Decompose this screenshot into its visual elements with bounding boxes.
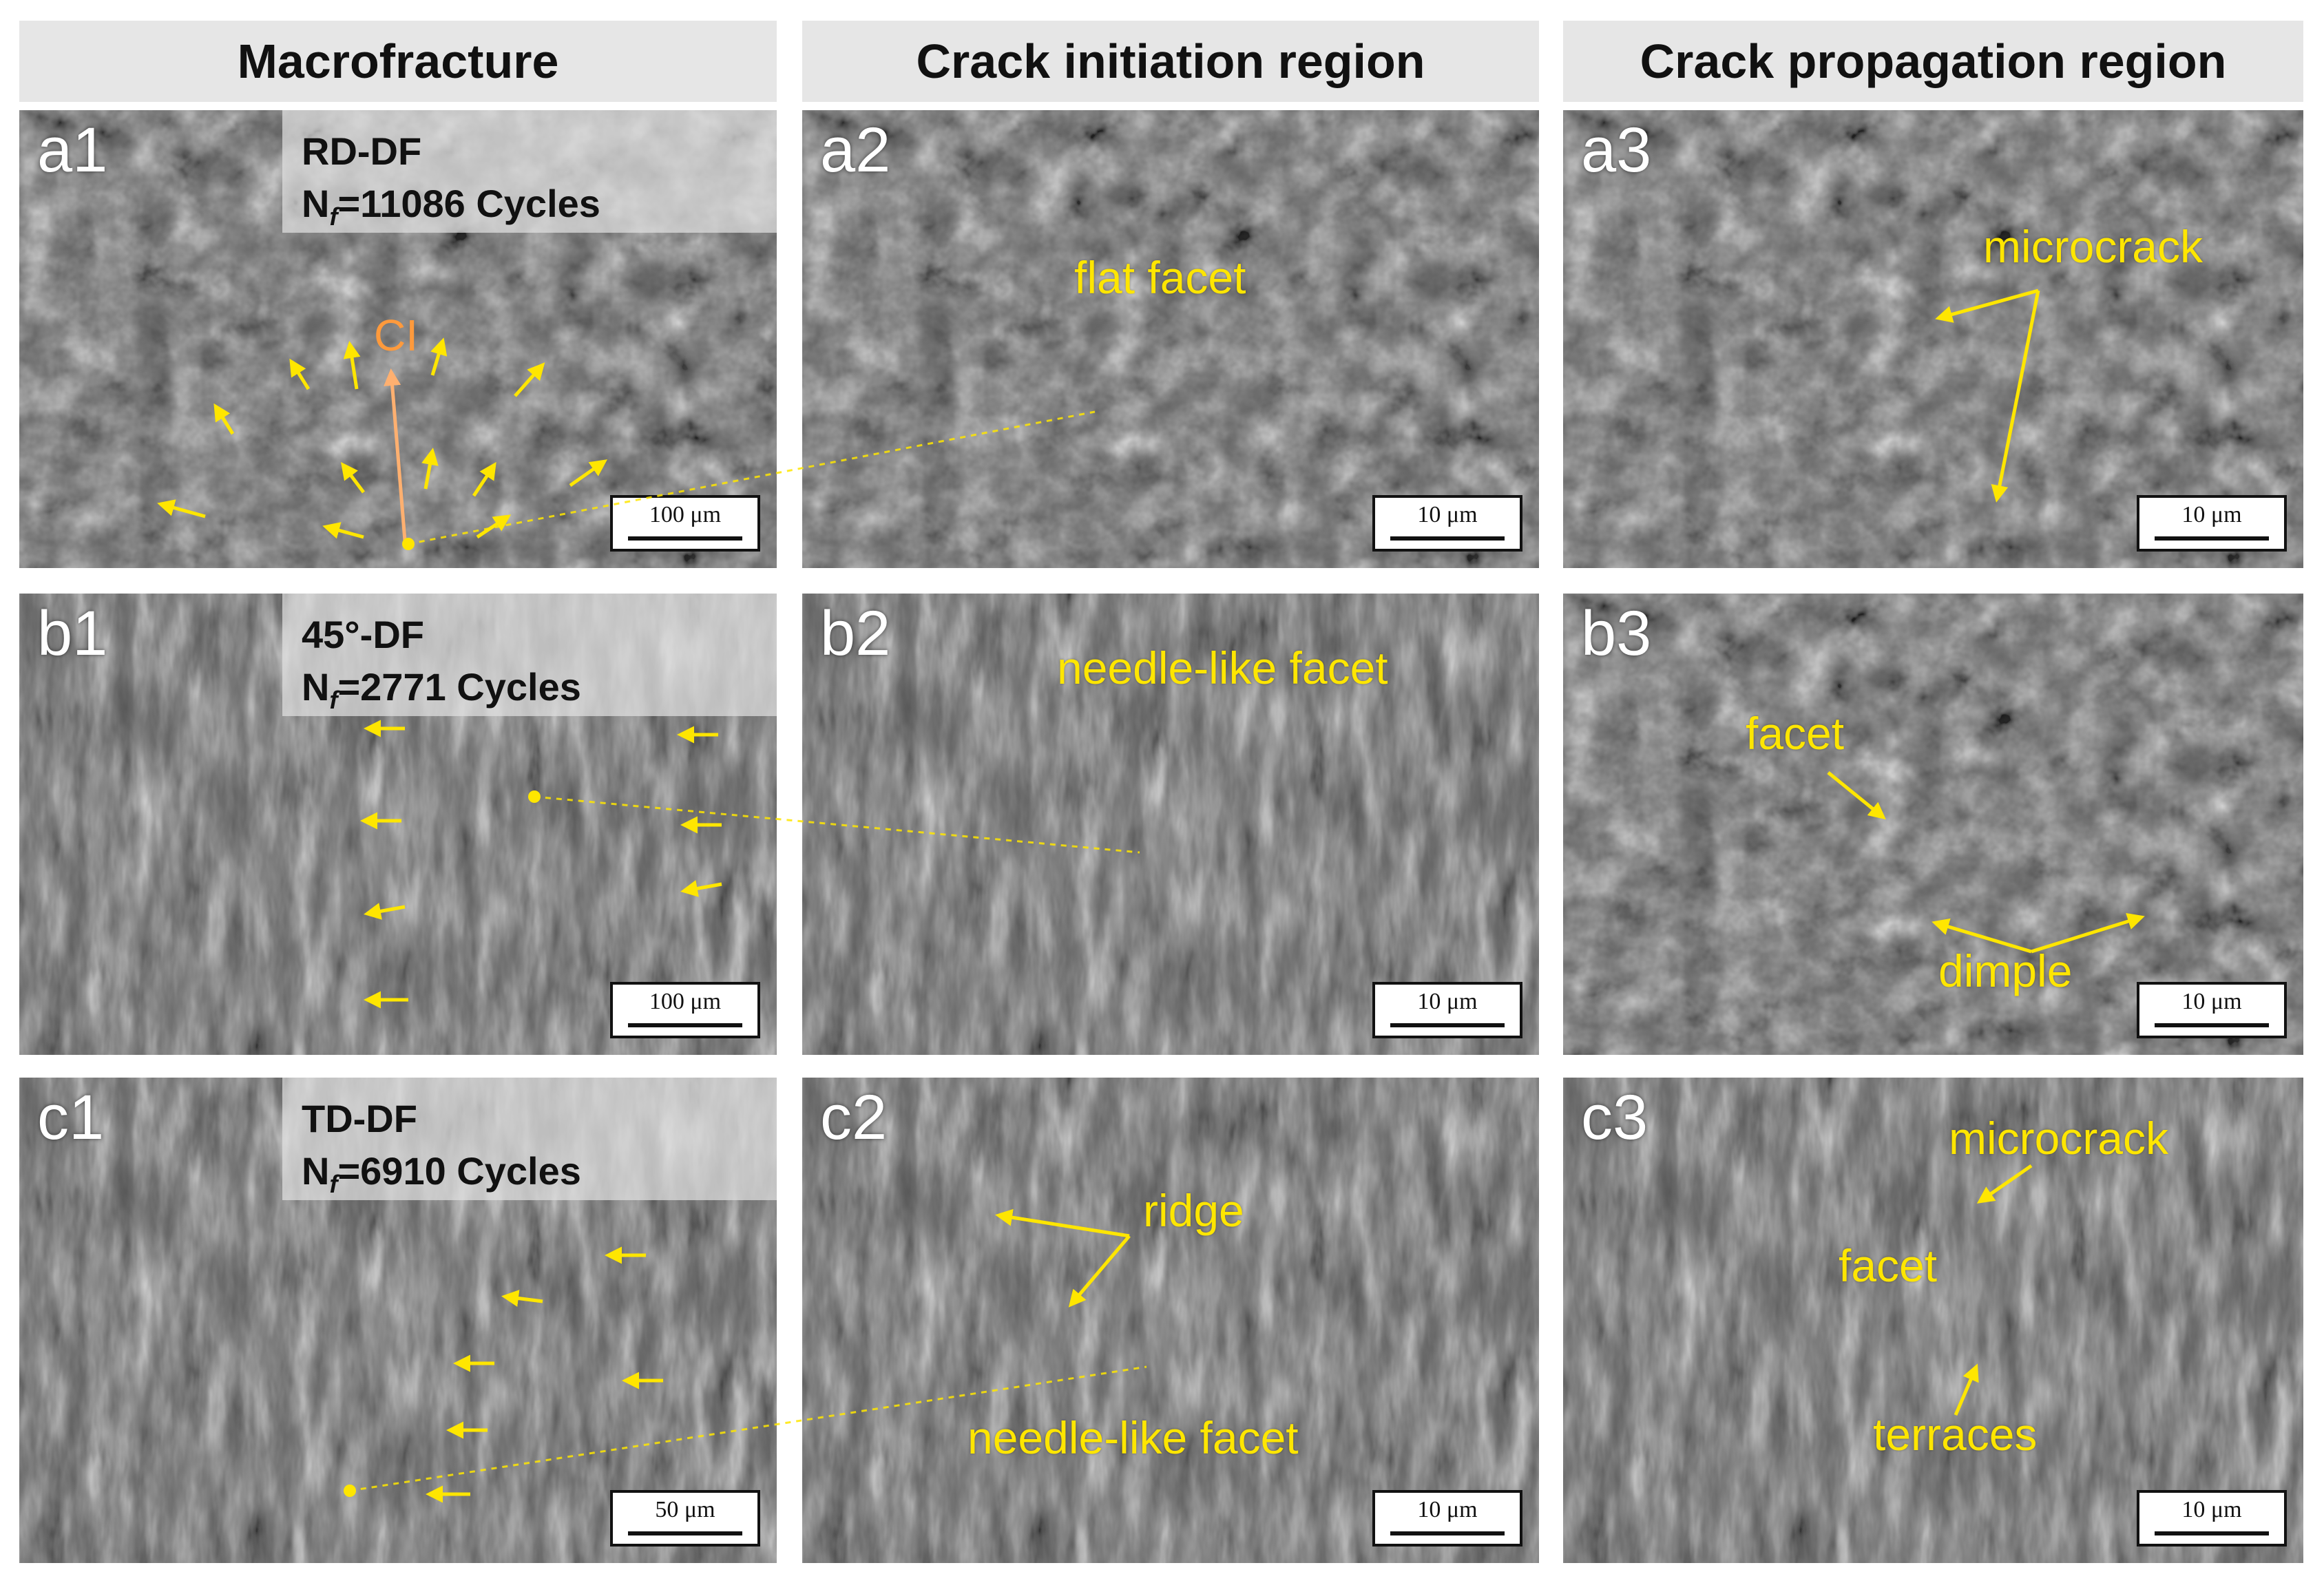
annotation-facet-c3: facet: [1839, 1240, 1938, 1291]
scale-bar-a3: 10 μm: [2137, 495, 2287, 552]
header-crack-initiation: Crack initiation region: [802, 21, 1539, 102]
panel-b1: b1 45°-DF Nf=2771 Cycles 100 μm: [19, 594, 777, 1055]
annotation-flat-facet: flat facet: [1074, 252, 1246, 303]
sem-image-b3: [1563, 594, 2303, 1055]
orientation-b1: 45°-DF: [302, 613, 424, 656]
info-box-c1: TD-DF Nf=6910 Cycles: [282, 1078, 777, 1200]
origin-label-ci: CI: [374, 311, 418, 360]
panel-a2: a2 flat facet 10 μm: [802, 110, 1539, 568]
annotation-dimple-b3: dimple: [1938, 945, 2073, 996]
scale-bar-c1: 50 μm: [610, 1490, 760, 1547]
panel-label-c3: c3: [1581, 1082, 1648, 1153]
orientation-a1: RD-DF: [302, 129, 422, 173]
panel-label-b1: b1: [37, 598, 108, 669]
info-box-b1: 45°-DF Nf=2771 Cycles: [282, 594, 777, 716]
panel-b3: b3 facet dimple 10 μm: [1563, 594, 2303, 1055]
panel-label-c1: c1: [37, 1082, 105, 1153]
cycles-a1: Nf=11086 Cycles: [302, 182, 600, 231]
annotation-microcrack-a3: microcrack: [1983, 221, 2203, 272]
feature-arrows-b3: [1827, 771, 2145, 954]
panel-c3: c3 microcrack facet terraces 10 μm: [1563, 1078, 2303, 1563]
annotation-microcrack-c3: microcrack: [1949, 1113, 2169, 1164]
annotation-terraces-c3: terraces: [1873, 1409, 2038, 1460]
panel-label-a3: a3: [1581, 115, 1652, 185]
panel-label-a2: a2: [820, 115, 891, 185]
info-box-a1: RD-DF Nf=11086 Cycles: [282, 110, 777, 233]
orientation-c1: TD-DF: [302, 1097, 417, 1140]
scale-bar-b2: 10 μm: [1372, 982, 1522, 1038]
header-crack-propagation: Crack propagation region: [1563, 21, 2303, 102]
cycles-b1: Nf=2771 Cycles: [302, 665, 581, 715]
sem-image-c3: [1563, 1078, 2303, 1563]
ridge-arrows-c2: [995, 1208, 1131, 1308]
annotation-facet-b3: facet: [1746, 708, 1845, 759]
cycles-c1: Nf=6910 Cycles: [302, 1149, 581, 1199]
panel-a1: a1 RD-DF Nf=11086 Cycles CI 100 μm: [19, 110, 777, 568]
scale-bar-b1: 100 μm: [610, 982, 760, 1038]
annotation-ridge-c2: ridge: [1143, 1185, 1244, 1236]
scale-bar-a2: 10 μm: [1372, 495, 1522, 552]
panel-label-b3: b3: [1581, 598, 1652, 669]
panel-label-b2: b2: [820, 598, 891, 669]
panel-a3: a3 microcrack 10 μm: [1563, 110, 2303, 568]
scale-bar-a1: 100 μm: [610, 495, 760, 552]
scale-bar-b3: 10 μm: [2137, 982, 2287, 1038]
panel-label-a1: a1: [37, 115, 108, 185]
panel-c1: c1 TD-DF Nf=6910 Cycles 50 μm: [19, 1078, 777, 1563]
panel-label-c2: c2: [820, 1082, 888, 1153]
panel-c2: c2 ridge needle-like facet 10 μm: [802, 1078, 1539, 1563]
panel-b2: b2 needle-like facet 10 μm: [802, 594, 1539, 1055]
scale-bar-c3: 10 μm: [2137, 1490, 2287, 1547]
microcrack-arrows-a3: [1935, 289, 2040, 503]
header-macrofracture: Macrofracture: [19, 21, 777, 102]
annotation-needle-like-facet-b2: needle-like facet: [1057, 642, 1388, 693]
scale-bar-c2: 10 μm: [1372, 1490, 1522, 1547]
sem-image-a3: [1563, 110, 2303, 568]
feature-arrows-c3: [1954, 1164, 2033, 1416]
